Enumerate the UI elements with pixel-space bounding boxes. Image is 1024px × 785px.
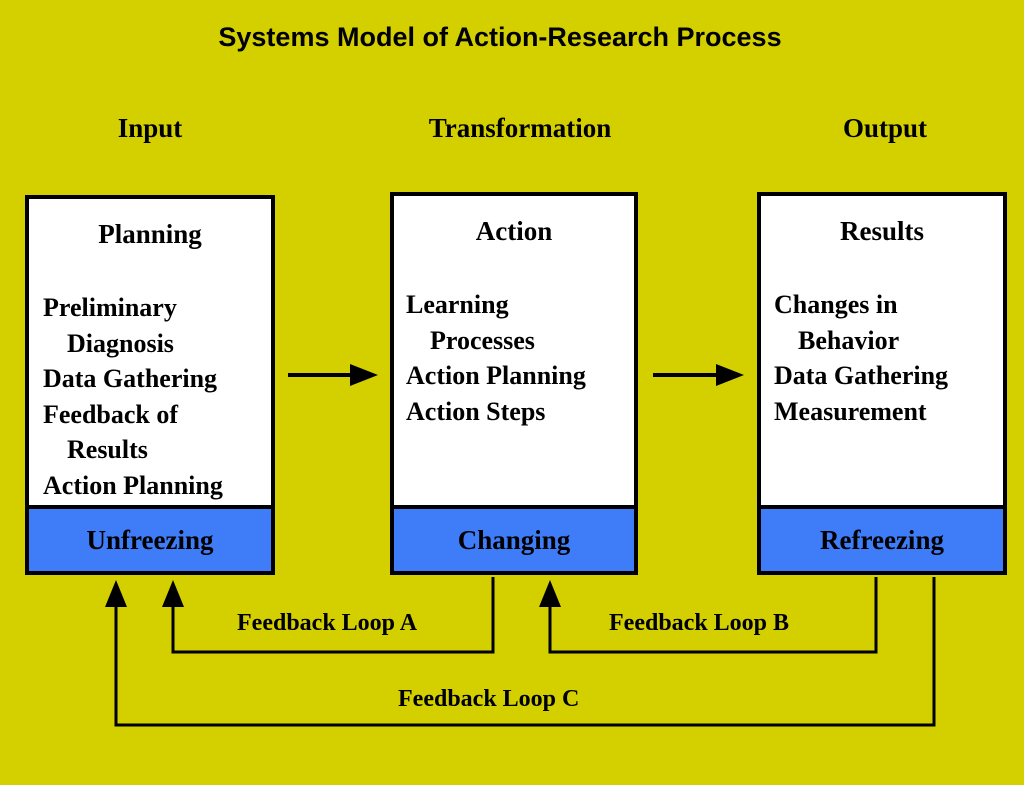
feedback-loop-b-line <box>539 577 878 654</box>
arrow-transformation-to-output <box>653 364 744 386</box>
box-title-results: Results <box>839 216 924 246</box>
heading-transformation: Transformation <box>428 113 612 143</box>
box-item: Diagnosis <box>67 328 174 358</box>
stage-refreezing: Refreezing <box>757 505 1007 575</box>
box-item: Changes in <box>774 290 898 319</box>
box-title-action: Action <box>475 216 553 246</box>
box-item: Action Steps <box>406 396 546 426</box>
box-item: Action Planning <box>406 361 586 391</box>
arrow-input-to-transformation <box>288 364 378 386</box>
feedback-loop-b-label: Feedback Loop B <box>609 610 790 636</box>
stage-unfreezing: Unfreezing <box>25 505 275 575</box>
heading-input: Input <box>117 113 183 143</box>
box-item: Data Gathering <box>774 361 949 391</box>
diagram-title: Systems Model of Action-Research Process <box>218 22 782 52</box>
box-item: Learning <box>406 290 509 319</box>
box-item: Behavior <box>798 325 900 355</box>
box-item: Preliminary <box>43 293 177 322</box>
feedback-loop-a-label: Feedback Loop A <box>237 610 418 636</box>
feedback-loop-c-label: Feedback Loop C <box>398 686 580 712</box>
box-title-planning: Planning <box>98 219 202 249</box>
box-item: Processes <box>430 325 535 355</box>
box-item: Action Planning <box>43 470 223 500</box>
stage-changing: Changing <box>390 505 638 575</box>
box-item: Results <box>67 435 148 465</box>
box-item: Feedback of <box>43 399 179 429</box>
box-item: Measurement <box>774 396 927 426</box>
box-item: Data Gathering <box>43 364 218 394</box>
feedback-loop-a-line <box>162 577 495 654</box>
feedback-loop-c-line <box>105 577 936 727</box>
heading-output: Output <box>842 113 928 143</box>
